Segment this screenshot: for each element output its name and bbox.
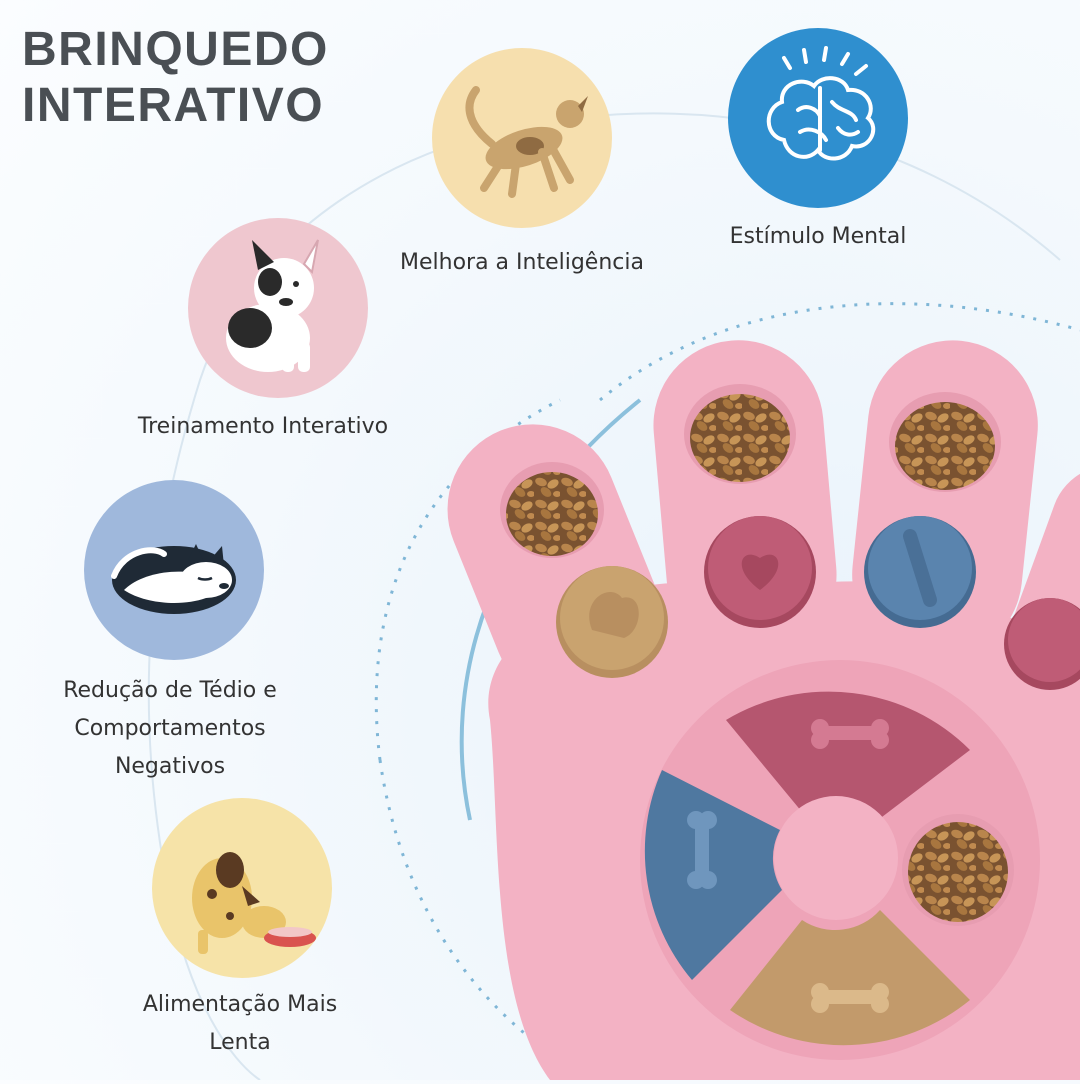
benefit-badge-training — [188, 218, 368, 398]
benefit-label-slow-feeding: Alimentação Mais Lenta — [142, 992, 338, 1055]
brain-icon — [766, 46, 876, 161]
title-line-2: INTERATIVO — [22, 79, 325, 132]
benefit-badge-slow-feeding — [152, 798, 332, 978]
benefit-badge-mental — [728, 28, 908, 208]
benefit-badge-boredom — [84, 480, 264, 660]
slider-lid-rose — [704, 516, 816, 628]
title-line-1: BRINQUEDO — [22, 23, 329, 76]
benefit-badge-intelligence — [432, 48, 612, 228]
jumping-dog-icon — [465, 86, 588, 198]
disc-center-knob — [774, 796, 898, 920]
benefit-label-mental: Estímulo Mental — [729, 224, 907, 249]
slider-lid-blue — [864, 516, 976, 628]
disc-segment-tan — [730, 910, 970, 1046]
benefit-label-boredom: Redução de Tédio e Comportamentos Negati… — [63, 678, 277, 779]
disc-food-compartment — [908, 822, 1008, 922]
paw-puzzle-feeder — [430, 300, 1080, 1080]
benefit-label-intelligence: Melhora a Inteligência — [400, 250, 644, 275]
benefit-label-training: Treinamento Interativo — [137, 414, 389, 439]
page-title: BRINQUEDO INTERATIVO — [22, 22, 329, 134]
slider-lid-rose-edge — [1004, 598, 1080, 690]
sitting-bulldog-icon — [226, 239, 319, 372]
slider-lid-tan — [556, 566, 668, 678]
disc-segment-rose — [726, 691, 970, 820]
eating-dog-icon — [192, 852, 316, 954]
paw-puzzle-feeder-illustration — [447, 340, 1080, 1080]
sleeping-husky-icon — [111, 544, 236, 614]
